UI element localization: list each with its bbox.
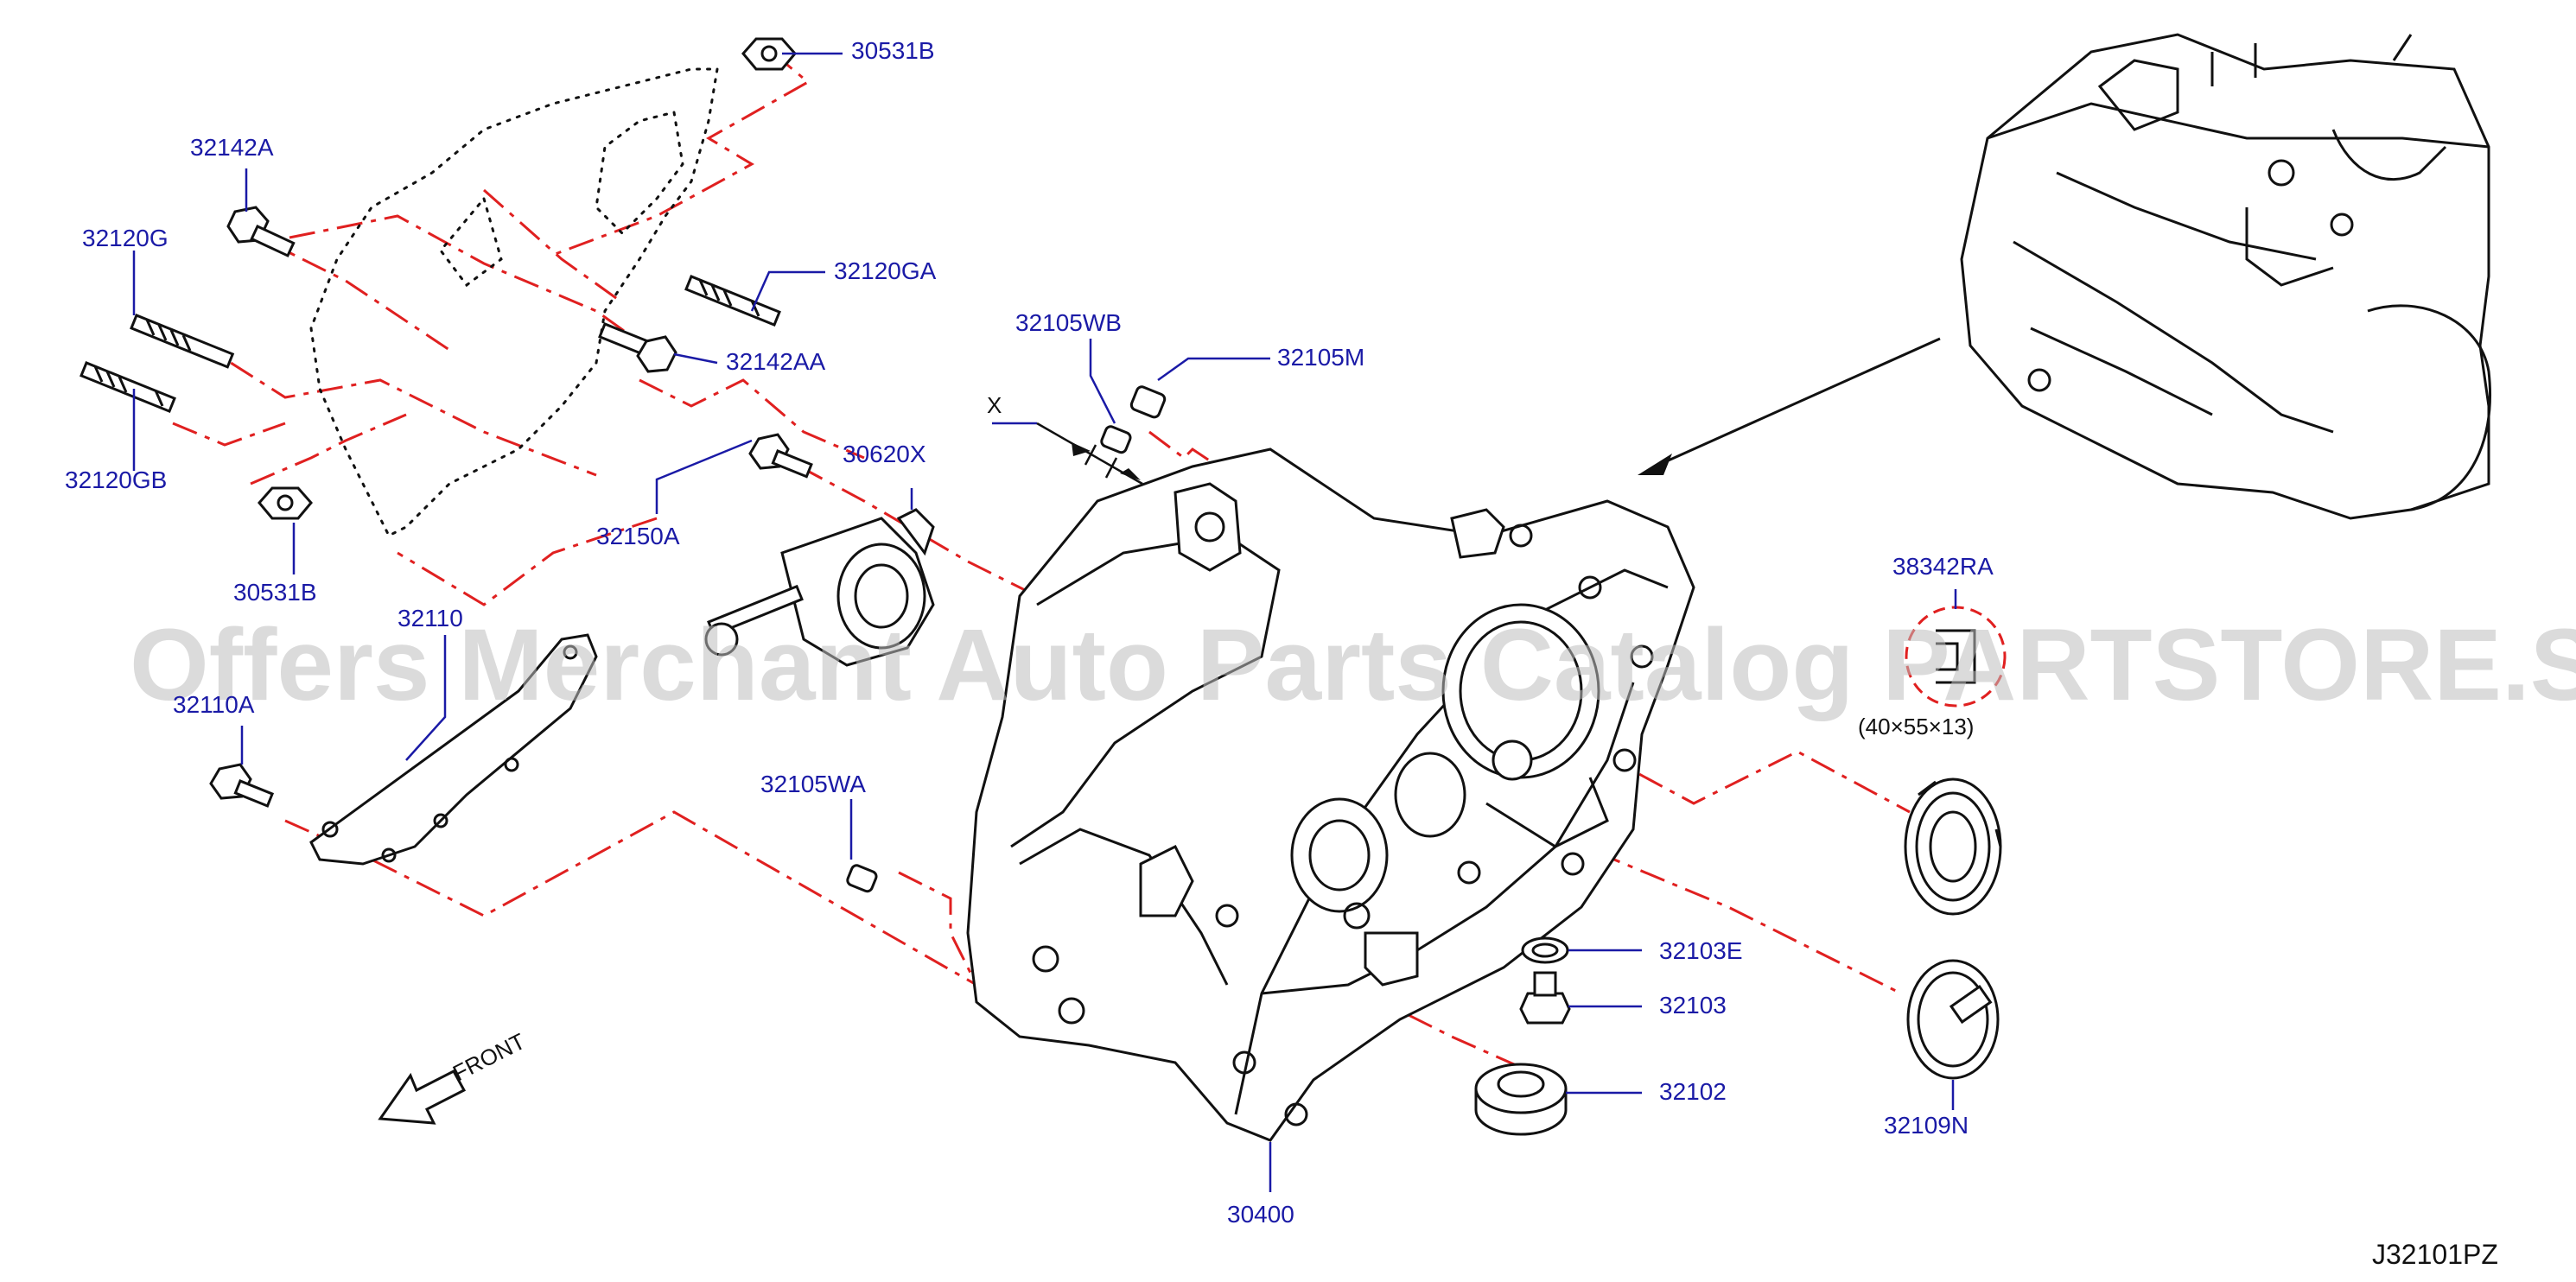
dowel-32105wb-icon <box>1100 425 1132 454</box>
part-label-32120gb[interactable]: 32120GB <box>65 466 167 493</box>
part-label-32103[interactable]: 32103 <box>1659 992 1727 1019</box>
front-label: FRONT <box>448 1028 530 1086</box>
assembled-transmission-icon <box>1960 33 2491 520</box>
part-label-32110[interactable]: 32110 <box>398 605 463 631</box>
nut-30531b-bottom-icon <box>258 486 313 520</box>
part-label-32105m[interactable]: 32105M <box>1277 344 1364 371</box>
bolt-32142aa-icon <box>598 322 677 373</box>
part-label-30531b-bottom[interactable]: 30531B <box>233 579 317 606</box>
part-label-38342ra[interactable]: 38342RA <box>1892 553 1994 580</box>
oil-seal-32102-icon <box>1474 1063 1568 1136</box>
plug-32105m-icon <box>1129 385 1167 419</box>
drain-plug-32103-icon <box>1519 971 1571 1025</box>
part-label-32120g[interactable]: 32120G <box>82 225 169 251</box>
part-label-32142a[interactable]: 32142A <box>190 134 274 161</box>
watermark-text: Offers Merchant Auto Parts Catalog PARTS… <box>130 608 2576 722</box>
label-leader-lines <box>132 52 1957 1192</box>
part-label-32142aa[interactable]: 32142AA <box>726 348 826 375</box>
part-label-32103e[interactable]: 32103E <box>1659 937 1743 964</box>
bolt-32110a-icon <box>209 763 275 808</box>
stud-32120ga-icon <box>684 275 781 327</box>
bolt-32142a-icon <box>226 206 296 257</box>
arrow-to-assembly-icon <box>1638 337 1941 475</box>
part-number-labels: 30531B 32142A 32120G 32120GA 32142AA 321… <box>65 37 1994 1228</box>
part-label-32150a[interactable]: 32150A <box>596 523 680 549</box>
part-label-32105wa[interactable]: 32105WA <box>760 771 866 797</box>
diagram-code: J32101PZ <box>2372 1239 2498 1270</box>
transmission-case-30400-icon <box>966 447 1695 1142</box>
dotted-bracket-outline <box>309 67 719 538</box>
part-label-30620x[interactable]: 30620X <box>843 441 926 467</box>
cover-plate-32110-icon <box>309 633 598 866</box>
bearing-size-label: (40×55×13) <box>1858 714 1974 739</box>
bolt-32150a-icon <box>748 433 813 479</box>
dowel-32105wa-icon <box>846 864 878 893</box>
x-dimension-mark <box>992 422 1143 486</box>
cap-32109n-icon <box>1906 959 2000 1080</box>
x-dimension-label: X <box>987 392 1002 418</box>
part-label-32102[interactable]: 32102 <box>1659 1078 1727 1105</box>
stud-32120g-icon <box>130 314 235 369</box>
gasket-32103e-icon <box>1521 936 1569 964</box>
part-label-32120ga[interactable]: 32120GA <box>834 257 937 284</box>
part-label-32109n[interactable]: 32109N <box>1884 1112 1969 1139</box>
nut-30531b-top-icon <box>741 37 797 71</box>
part-label-32110a[interactable]: 32110A <box>173 691 255 718</box>
part-label-30400[interactable]: 30400 <box>1227 1201 1294 1228</box>
bearing-38342ra-icon <box>1904 777 2002 916</box>
part-label-30531b-top[interactable]: 30531B <box>851 37 935 64</box>
front-arrow-icon <box>378 1069 467 1125</box>
stud-32120gb-icon <box>80 361 176 413</box>
slave-cylinder-30620x-icon <box>704 508 935 667</box>
part-label-32105wb[interactable]: 32105WB <box>1015 309 1122 336</box>
